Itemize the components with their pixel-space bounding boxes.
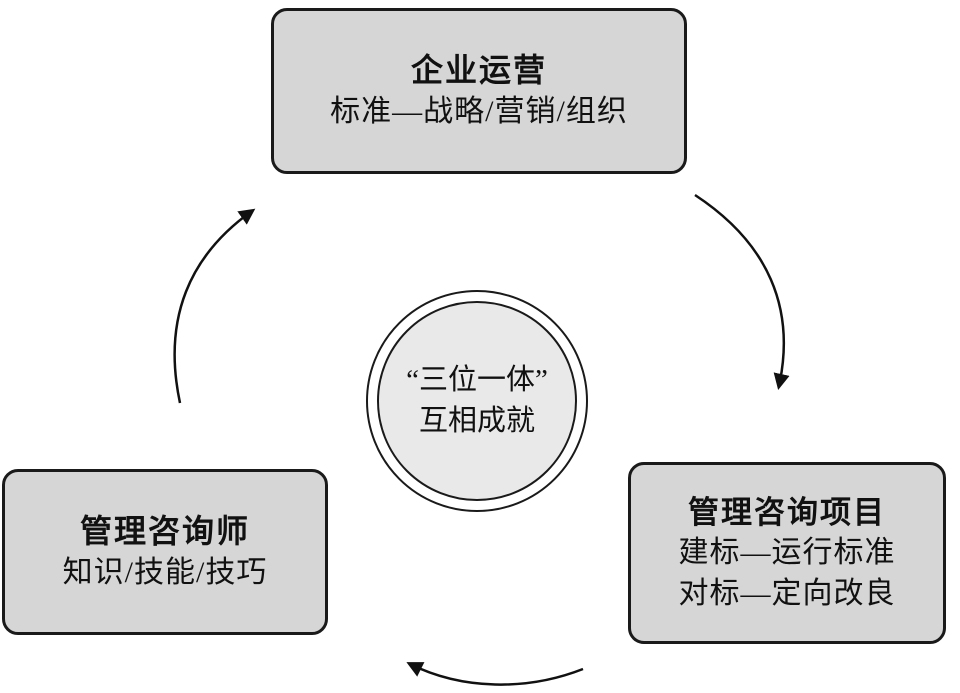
node-enterprise-operation-title: 企业运营 — [410, 52, 547, 89]
node-enterprise-operation: 企业运营 标准—战略/营销/组织 — [271, 8, 687, 174]
center-circle: “三位一体” 互相成就 — [377, 301, 577, 501]
arrow-top-to-right — [694, 193, 790, 390]
node-consultant-subtitle: 知识/技能/技巧 — [62, 556, 268, 590]
node-consulting-project-line-1: 建标—运行标准 — [678, 536, 896, 570]
node-enterprise-operation-subtitle: 标准—战略/营销/组织 — [330, 95, 628, 129]
center-ring: “三位一体” 互相成就 — [366, 290, 588, 512]
arrow-right-to-left — [406, 662, 584, 686]
node-consulting-project-title: 管理咨询项目 — [688, 494, 886, 530]
node-consulting-project: 管理咨询项目 建标—运行标准 对标—定向改良 — [628, 462, 946, 644]
center-line-1: “三位一体” — [406, 364, 548, 397]
center-line-2: 互相成就 — [418, 405, 535, 437]
node-consulting-project-line-2: 对标—定向改良 — [678, 576, 896, 610]
node-consultant-title: 管理咨询师 — [79, 513, 250, 550]
arrow-left-to-top — [173, 208, 256, 404]
node-consultant: 管理咨询师 知识/技能/技巧 — [2, 469, 328, 635]
